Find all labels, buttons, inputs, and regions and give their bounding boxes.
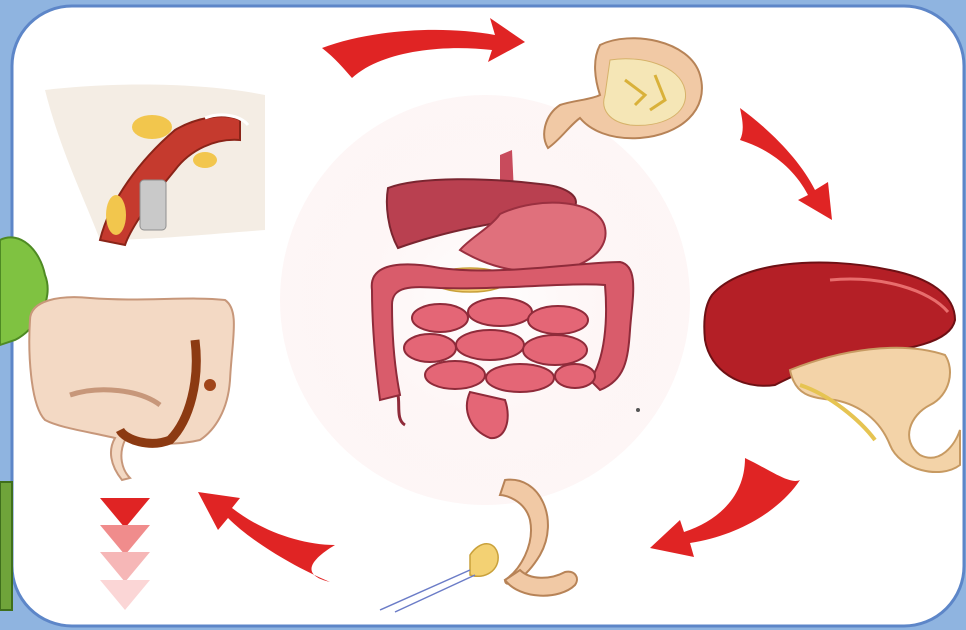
speck — [636, 408, 640, 412]
